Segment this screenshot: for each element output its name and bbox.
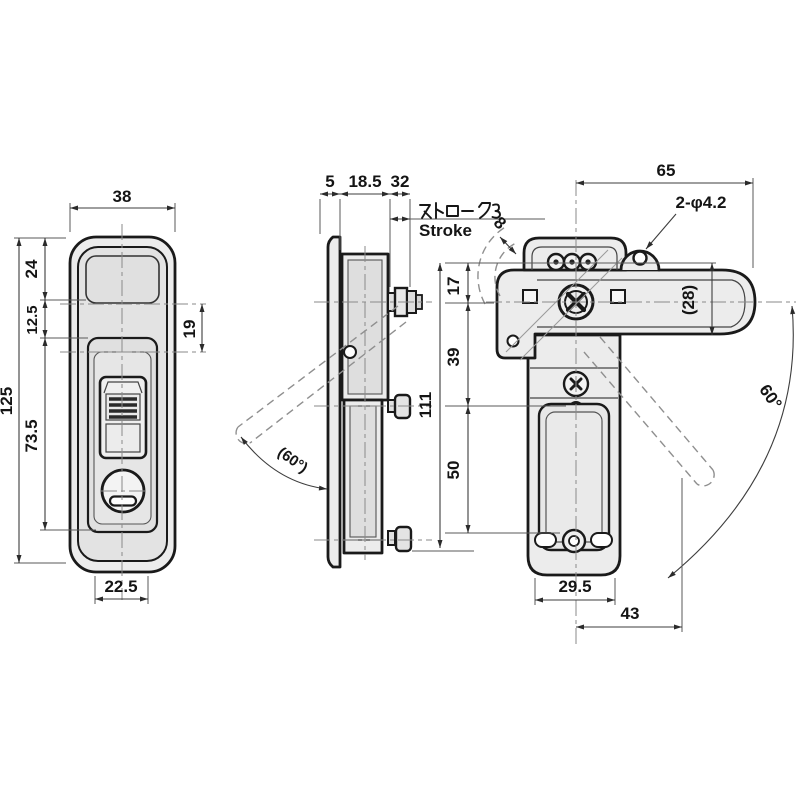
dim-front-recess: 19: [180, 320, 199, 339]
side-dimension-lines: [320, 191, 410, 222]
dim-front-height: 125: [0, 387, 16, 415]
stroke-label-jp-text: ストローク3: [419, 202, 502, 219]
side-view: (60°) 5 18.5 32 ストローク3 Stroke: [235, 172, 545, 569]
dim-side-depth2: 32: [391, 172, 410, 191]
stroke-label-en: Stroke: [419, 221, 472, 240]
dim-front-bottom-width: 22.5: [104, 577, 137, 596]
front-view: 38 125 24 12.5 73.5 19 22.5: [0, 187, 206, 604]
dim-front-seg-top: 24: [22, 259, 41, 278]
dim-front-seg-bottom: 73.5: [22, 419, 41, 452]
dim-rear-overall-height: 111: [416, 392, 435, 419]
dim-front-seg-mid: 12.5: [24, 305, 41, 334]
side-flange-plate: [326, 235, 342, 569]
slide-button: [98, 375, 148, 460]
dim-rear-hole-callout: 2-φ4.2: [676, 193, 727, 212]
dim-rear-seg-top: 17: [444, 277, 463, 296]
dim-front-width: 38: [113, 187, 132, 206]
rear-swing-arc: [667, 305, 796, 579]
side-swing-arc: [240, 436, 328, 491]
dim-rear-handle-length: 65: [657, 161, 676, 180]
side-bottom-screw: [387, 525, 413, 553]
front-extension-lines: [14, 203, 176, 604]
dim-rear-open-angle: 60°: [755, 381, 785, 413]
side-open-handle-ghost: [235, 305, 407, 445]
dim-side-depth1: 18.5: [348, 172, 381, 191]
dim-rear-body-width: 29.5: [558, 577, 591, 596]
rear-dimension-lines: [437, 180, 753, 630]
side-body-lower-face: [349, 405, 377, 538]
dim-side-flange: 5: [325, 172, 334, 191]
rear-spring-coils: [546, 252, 598, 272]
stroke-label-jp-glyphs: [419, 202, 501, 219]
dim-rear-handle-width: (28): [679, 285, 698, 315]
dim-side-open-angle: (60°): [274, 444, 311, 477]
rear-plate-hole: [506, 334, 520, 348]
dim-rear-seg-bottom: 50: [444, 461, 463, 480]
side-extension-lines: [319, 199, 545, 287]
rear-square-hole-left: [522, 289, 538, 304]
side-body-hole: [343, 345, 357, 359]
key-slot: [108, 495, 138, 507]
dim-rear-seg-mid: 39: [444, 348, 463, 367]
rear-projection-lines: [505, 249, 623, 361]
rear-mount-hole: [632, 250, 648, 266]
dim-rear-swing-radius: 43: [621, 604, 640, 623]
rear-square-hole-right: [610, 289, 626, 304]
rear-view: 60° 65 2-φ4.2 (28) 8 17 39: [412, 161, 796, 648]
slide-button-grip-ribs: [109, 397, 137, 419]
front-dimension-lines: [16, 205, 205, 602]
